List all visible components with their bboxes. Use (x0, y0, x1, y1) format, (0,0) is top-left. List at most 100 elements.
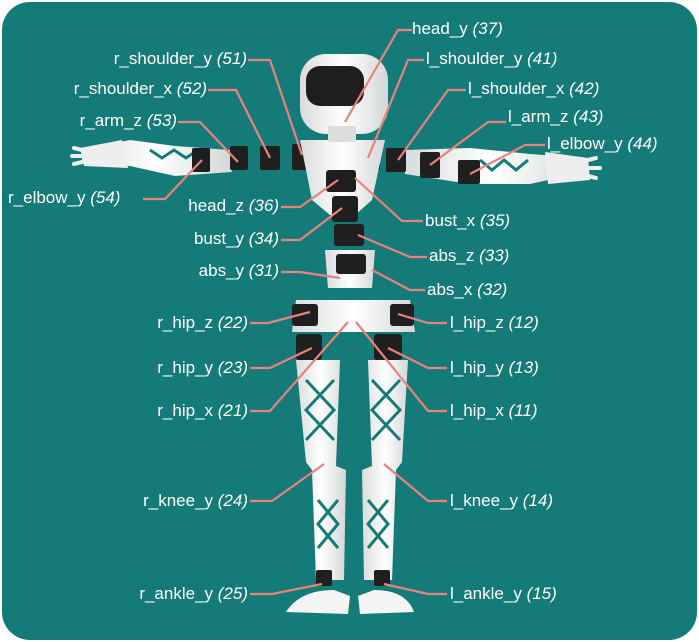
leader-abs-z (357, 233, 427, 259)
joint-id: (33) (479, 246, 510, 265)
joint-name: r_shoulder_x (73, 79, 173, 98)
joint-id: (22) (217, 313, 248, 332)
joint-id: (25) (217, 584, 248, 603)
label-r-ankle-y: r_ankle_y (25) (139, 584, 248, 604)
joint-name: abs_x (427, 280, 473, 299)
joint-name: l_elbow_y (547, 134, 623, 153)
label-l-arm-z: l_arm_z (43) (508, 107, 603, 127)
label-l-hip-y: l_hip_y (13) (450, 358, 539, 378)
joint-id: (14) (522, 491, 554, 510)
leader-abs-y (281, 270, 341, 280)
label-r-arm-z: r_arm_z (53) (80, 111, 177, 131)
leader-head-y (344, 28, 412, 123)
joint-id: (12) (508, 313, 539, 332)
r-arm-motor (230, 146, 248, 170)
head-z-motor (326, 170, 356, 192)
joint-name: l_shoulder_x (468, 79, 565, 98)
joint-name: head_y (412, 19, 468, 38)
leader-l-hip-z (397, 312, 447, 325)
joint-id: (24) (217, 491, 248, 510)
joint-name: r_knee_y (143, 491, 214, 510)
leader-bust-y (281, 207, 343, 242)
leader-r-hip-y (250, 347, 313, 370)
leader-l-elbow-y (469, 143, 545, 175)
label-r-hip-z: r_hip_z (22) (157, 313, 248, 333)
joint-id: (37) (472, 19, 503, 38)
joint-name: bust_x (425, 211, 476, 230)
label-r-shoulder-x: r_shoulder_x (52) (74, 79, 207, 99)
label-abs-x: abs_x (32) (427, 280, 507, 300)
joint-name: abs_z (429, 246, 475, 265)
leader-l-arm-z (429, 120, 506, 166)
label-abs-y: abs_y (31) (199, 261, 279, 281)
joint-id: (54) (90, 188, 121, 207)
label-head-y: head_y (37) (412, 19, 503, 39)
joint-id: (31) (248, 261, 279, 280)
joint-id: (34) (248, 229, 279, 248)
joint-name: l_hip_y (450, 358, 504, 377)
leader-l-shoulder-x (397, 88, 466, 161)
label-l-knee-y: l_knee_y (14) (450, 491, 553, 511)
right-foot (286, 590, 350, 614)
joint-name: bust_y (193, 229, 245, 248)
head-screen (306, 66, 364, 106)
torso (300, 140, 385, 288)
leader-r-shoulder-y (248, 58, 304, 156)
head (300, 54, 388, 142)
joint-name: l_ankle_y (450, 584, 522, 603)
pelvis (292, 300, 415, 360)
joint-id: (53) (146, 111, 177, 130)
joint-name: r_ankle_y (139, 584, 214, 603)
joint-id: (42) (569, 79, 600, 98)
joint-name: l_arm_z (508, 107, 569, 126)
label-r-elbow-y: r_elbow_y (54) (8, 188, 120, 208)
joint-name: l_shoulder_y (426, 49, 523, 68)
leader-lines (143, 28, 545, 596)
label-r-hip-x: r_hip_x (21) (157, 401, 248, 421)
l-elbow-motor (458, 160, 480, 184)
joint-name: r_hip_x (157, 401, 214, 420)
joint-name: r_arm_z (79, 111, 143, 130)
label-r-hip-y: r_hip_y (23) (157, 358, 248, 378)
joint-name: l_hip_z (450, 313, 504, 332)
left-leg (358, 360, 414, 614)
label-abs-z: abs_z (33) (429, 246, 509, 266)
label-l-elbow-y: l_elbow_y (44) (547, 134, 658, 154)
leader-l-ankle-y (383, 582, 447, 596)
leader-r-arm-z (178, 120, 239, 163)
joint-id: (35) (479, 211, 511, 230)
leader-r-ankle-y (250, 582, 323, 596)
leader-r-knee-y (250, 463, 325, 503)
joint-id: (21) (217, 401, 248, 420)
leader-head-z (281, 179, 339, 209)
label-l-shoulder-y: l_shoulder_y (41) (426, 49, 557, 69)
leader-r-hip-x (250, 321, 349, 413)
left-foot (358, 590, 414, 614)
joint-id: (52) (176, 79, 207, 98)
joint-id: (23) (217, 358, 248, 377)
leader-bust-x (354, 177, 423, 223)
joint-name: l_knee_y (450, 491, 519, 510)
leader-l-hip-y (387, 347, 447, 370)
joint-id: (43) (573, 107, 604, 126)
joint-name: r_hip_z (157, 313, 214, 332)
right-leg (286, 360, 350, 614)
right-hand (70, 140, 128, 168)
left-hand (545, 152, 602, 184)
joint-name: r_hip_y (157, 358, 214, 377)
joint-id: (41) (527, 49, 558, 68)
abs-z-motor (334, 224, 364, 246)
label-l-ankle-y: l_ankle_y (15) (450, 584, 557, 604)
leader-r-hip-z (250, 310, 311, 325)
label-bust-x: bust_x (35) (425, 211, 510, 231)
label-l-hip-z: l_hip_z (12) (450, 313, 539, 333)
joint-id: (51) (216, 49, 247, 68)
leader-r-elbow-y (143, 159, 203, 201)
joint-id: (32) (477, 280, 508, 299)
leader-r-shoulder-x (208, 88, 271, 159)
joint-id: (13) (508, 358, 539, 377)
label-bust-y: bust_y (34) (194, 229, 279, 249)
label-l-shoulder-x: l_shoulder_x (42) (468, 79, 599, 99)
label-r-knee-y: r_knee_y (24) (143, 491, 248, 511)
